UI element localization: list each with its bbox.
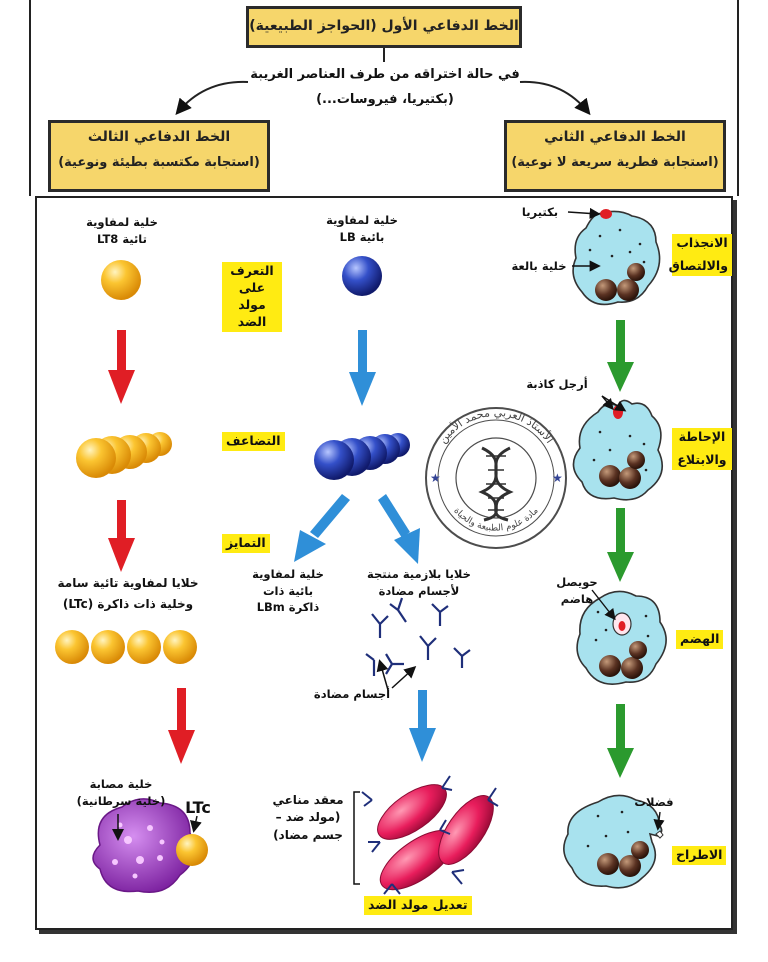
waste-label: فضلات	[634, 795, 674, 809]
green-arrow-3	[607, 704, 634, 778]
waste-pointer	[653, 811, 665, 831]
lb-cell	[342, 256, 382, 296]
blue-arrow-left	[294, 494, 350, 562]
pointer-ltc	[190, 815, 202, 833]
t-cells-proliferating	[76, 432, 172, 478]
blue-arrow-down-complex	[409, 690, 436, 762]
immune-complex-label: معقد مناعي (مولد ضد – جسم مضاد)	[272, 793, 344, 842]
pseudopod-pointer-1	[601, 395, 614, 411]
line-two-box: الخط الدفاعي الثاني (استجابة فطرية سريعة…	[504, 120, 726, 192]
line-three-box: الخط الدفاعي الثالث (استجابة مكتسبة بطيئ…	[48, 120, 270, 192]
vesicle-pointer	[591, 589, 616, 621]
pseudopod-pointer-2	[601, 395, 627, 412]
watermark-stamp: الأستاذ العربي محمد الأمين مادة علوم الط…	[425, 406, 567, 549]
stamp-star-left: ★	[430, 471, 441, 485]
neutralize-label: تعديل مولد الضد	[364, 896, 472, 915]
line-two-title: الخط الدفاعي الثاني	[544, 129, 686, 145]
ltc-attacking-cell	[176, 834, 208, 866]
lb-label: خلية لمفاوية بائية LB	[326, 213, 398, 244]
lt8-cell	[101, 260, 141, 300]
phagocyte-stage-1	[572, 209, 661, 306]
lt8-label: خلية لمفاوية تائية LT8	[86, 215, 158, 246]
blue-arrow-1	[349, 330, 376, 406]
pseudopods-label: أرجل كاذبة	[526, 377, 588, 391]
vesicle-label: حويصل هاضم	[556, 575, 598, 606]
green-arrow-2	[607, 508, 634, 582]
stage-attraction: الانجذاب والالتصاق	[669, 234, 732, 276]
stage-digestion: الهضم	[676, 630, 724, 649]
red-arrow-2	[108, 500, 135, 572]
dna-icon	[478, 446, 514, 522]
stage-proliferation: التضاعف	[222, 432, 285, 451]
memory-b-label: خلية لمفاوية بائية ذات ذاكرة LBm	[252, 567, 324, 615]
blue-arrow-right	[378, 494, 420, 564]
line-three-title: الخط الدفاعي الثالث	[87, 129, 231, 145]
stage-recognition: التعرف على مولد الضد	[222, 262, 282, 332]
immune-complex	[361, 775, 499, 895]
infected-cell-label: خلية مصابة (خلية سرطانية)	[76, 777, 166, 808]
ltc-cells-row	[55, 630, 197, 664]
ltc-label: LTc	[185, 798, 211, 817]
curved-arrow-left	[175, 80, 249, 116]
stage-differentiation: التمايز	[222, 534, 270, 553]
main-panel	[35, 196, 733, 930]
line-two-subtitle: (استجابة فطرية سريعة لا نوعية)	[511, 155, 719, 170]
green-arrow-1	[607, 320, 634, 392]
stage-excretion: الاطراح	[672, 846, 727, 865]
b-cells-proliferating	[314, 433, 410, 480]
line-three-subtitle: (استجابة مكتسبة بطيئة ونوعية)	[58, 155, 260, 170]
line-one-box: الخط الدفاعي الأول (الحواجز الطبيعية)	[246, 6, 522, 48]
plasma-cells-label: خلايا بلازمية منتجة لأجسام مضادة	[367, 567, 471, 598]
phagocyte-stage-2	[572, 399, 664, 501]
intrusion-text: في حالة اختراقه من طرف العناصر الغريبة (…	[250, 67, 520, 107]
bacteria-pointer	[567, 207, 601, 220]
phagocyte-stage-4	[563, 794, 664, 889]
stage-engulfment: الإحاطة والابتلاع	[672, 428, 732, 470]
red-arrow-3	[168, 688, 195, 764]
phagocyte-label: خلية بالعة	[511, 259, 567, 273]
antibodies-cluster	[365, 597, 471, 676]
bacteria-label: بكتيريا	[521, 205, 559, 219]
phagocyte-stage-3	[576, 590, 667, 685]
ltc-group-label: خلايا لمفاوية تائية سامة وخلية ذات ذاكرة…	[57, 576, 199, 612]
red-arrow-1	[108, 330, 135, 404]
line-one-title: الخط الدفاعي الأول (الحواجز الطبيعية)	[249, 18, 519, 34]
curved-arrow-right	[519, 80, 591, 116]
antibody-pointer-2	[391, 665, 417, 689]
stamp-star-right: ★	[552, 471, 563, 485]
antibodies-label: أجسام مضادة	[313, 687, 391, 701]
complex-bracket	[353, 791, 360, 885]
antibody-pointer-1	[376, 659, 389, 691]
